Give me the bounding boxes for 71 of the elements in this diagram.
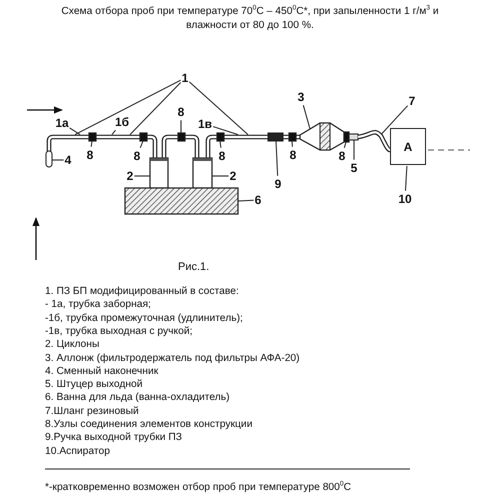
joint-block bbox=[139, 132, 148, 142]
leader-line bbox=[130, 82, 182, 136]
outlet-fitting bbox=[348, 134, 358, 140]
rubber-hose bbox=[358, 130, 391, 152]
leader-line bbox=[212, 126, 238, 136]
filter-holder bbox=[299, 122, 345, 151]
ice-bath bbox=[124, 187, 239, 215]
leader-line bbox=[238, 200, 254, 202]
callout-number: 2 bbox=[230, 168, 236, 184]
callout-number: 2 bbox=[126, 168, 134, 184]
leader-line bbox=[112, 130, 116, 136]
legend-item: 6. Ванна для льда (ванна-охладитель) bbox=[45, 392, 230, 405]
tube-handle bbox=[268, 132, 284, 142]
aspirator-letter: A bbox=[404, 140, 412, 154]
aspirator-box bbox=[390, 128, 426, 165]
joint-block bbox=[88, 132, 97, 142]
diagram-title: Схема отбора проб при температуре 70$^{0}$C – 450$^{0}$C*, при запыленности 1 г/м$^{3}$ и влажности от 80 до 100 %. bbox=[60, 5, 440, 33]
footnote: *-кратковременно возможен отбор проб при температуре 800$^{0}$C bbox=[45, 482, 352, 494]
cyclone bbox=[192, 157, 213, 189]
leader-line bbox=[276, 140, 278, 176]
callout-number: 7 bbox=[408, 94, 416, 108]
joint-block bbox=[343, 131, 350, 143]
callout-number: 1в bbox=[198, 116, 212, 132]
legend-item: 1. ПЗ БП модифицированный в составе: bbox=[45, 286, 239, 298]
callout-number: 1 bbox=[182, 70, 188, 86]
callout-number: 8 bbox=[290, 148, 296, 162]
leader-line bbox=[188, 81, 248, 136]
leader-line bbox=[90, 140, 92, 148]
callout-number: 4 bbox=[64, 152, 72, 168]
leader-line bbox=[292, 140, 293, 148]
figure-caption: Рис.1. bbox=[178, 261, 210, 274]
joint-block bbox=[177, 132, 186, 142]
legend-item: 4. Сменный наконечник bbox=[45, 366, 158, 378]
leader-line bbox=[404, 166, 408, 192]
legend-item: - 1а, трубка заборная; bbox=[45, 299, 151, 312]
callout-number: 8 bbox=[86, 148, 94, 162]
legend-item: 3. Аллонж (фильтродержатель под фильтры АФА-20) bbox=[45, 352, 300, 365]
callout-number: 8 bbox=[218, 148, 226, 164]
intermediate-tube bbox=[96, 134, 140, 140]
leader-line bbox=[302, 104, 310, 130]
leader-line bbox=[69, 127, 80, 136]
leader-line bbox=[220, 140, 222, 148]
callout-number: 8 bbox=[178, 104, 184, 120]
callout-number: 1а bbox=[55, 116, 69, 130]
callout-number: 8 bbox=[338, 148, 346, 164]
leader-line bbox=[180, 120, 182, 134]
callout-number: 9 bbox=[274, 176, 282, 192]
legend-item: -1в, трубка выходная с ручкой; bbox=[45, 326, 193, 338]
callout-number: 3 bbox=[298, 90, 304, 104]
leader-line bbox=[74, 80, 182, 136]
leader-line bbox=[344, 142, 346, 148]
connecting-tube bbox=[147, 134, 158, 158]
callout-number: 8 bbox=[134, 148, 140, 164]
connecting-tube bbox=[162, 134, 200, 158]
legend-item: 8.Узлы соединения элементов конструкции bbox=[45, 419, 252, 432]
legend-item: 7.Шланг резиновый bbox=[45, 406, 139, 418]
callout-number: 6 bbox=[254, 192, 262, 208]
sampling-tip bbox=[46, 150, 52, 168]
leader-line bbox=[380, 105, 408, 136]
leader-line bbox=[140, 140, 144, 148]
legend-item: 10.Аспиратор bbox=[45, 446, 110, 458]
cyclone bbox=[149, 157, 169, 189]
legend-item: 2. Циклоны bbox=[45, 339, 100, 352]
callout-number: 10 bbox=[398, 192, 412, 206]
legend-item: 9.Ручка выходной трубки ПЗ bbox=[45, 432, 182, 445]
legend-item: -1б, трубка промежуточная (удлинитель); bbox=[45, 312, 243, 325]
callout-number: 5 bbox=[350, 160, 358, 176]
joint-block bbox=[288, 132, 297, 142]
legend-item: 5. Штуцер выходной bbox=[45, 379, 143, 392]
joint-block bbox=[216, 132, 225, 142]
callout-number: 1б bbox=[114, 114, 130, 130]
